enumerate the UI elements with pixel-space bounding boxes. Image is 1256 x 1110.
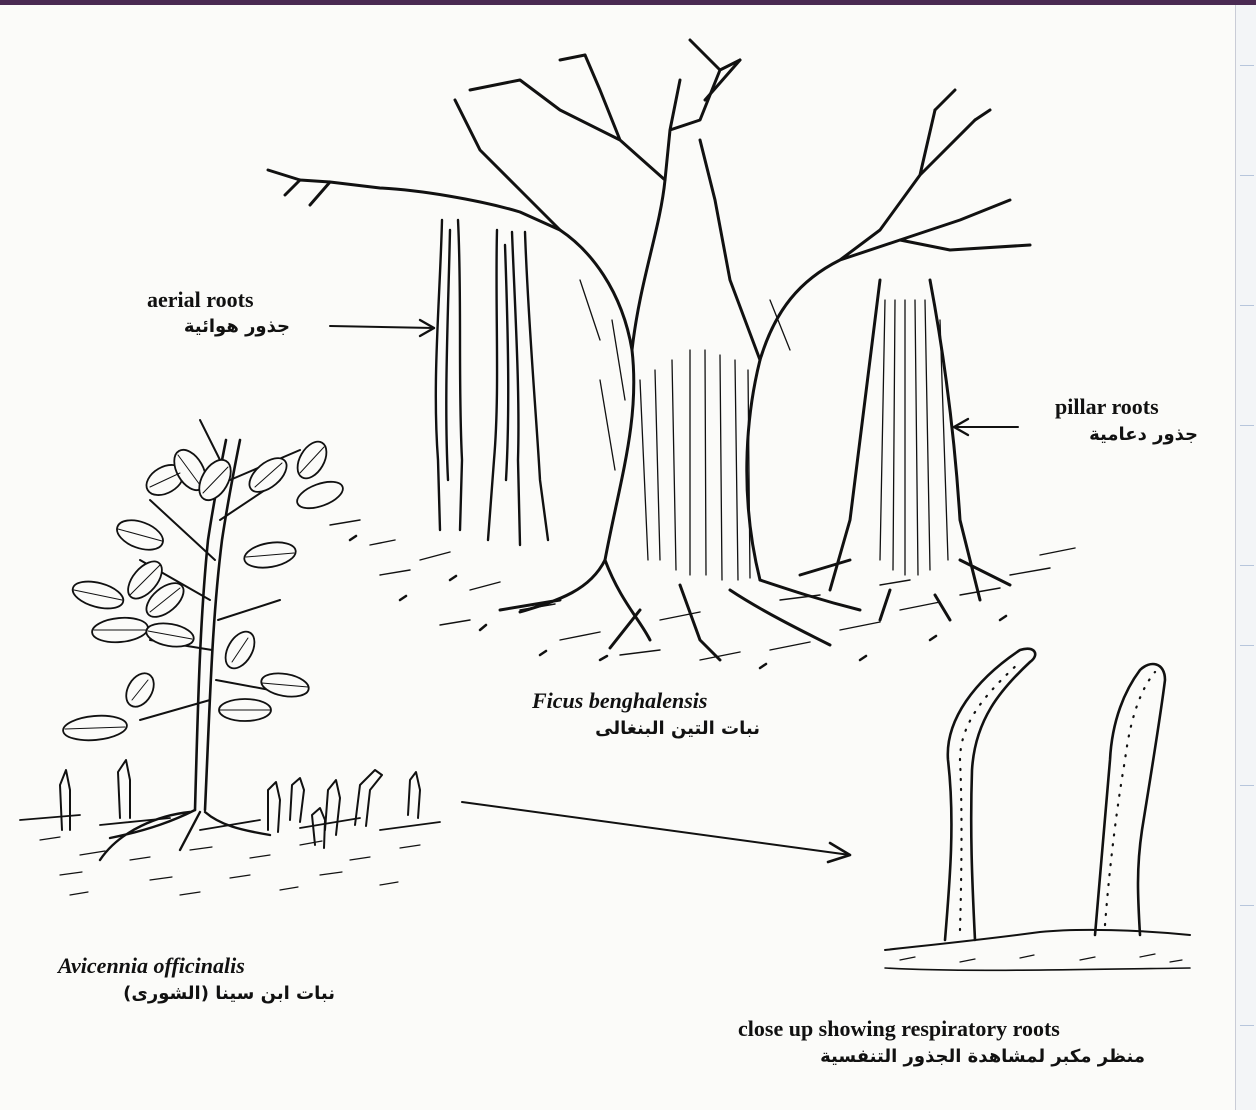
pillar-roots-label-ar: جذور دعامية (1050, 424, 1198, 445)
closeup-caption-ar: منظر مكبر لمشاهدة الجذور التنفسية (760, 1046, 1145, 1067)
ficus-arabic-name: نبات التين البنغالى (540, 718, 760, 739)
aerial-roots-label-ar: جذور هوائية (150, 316, 290, 337)
closeup-arrow (462, 802, 850, 862)
pillar-arrow (954, 419, 1018, 435)
ficus-ground (330, 520, 1075, 668)
ficus-species-name: Ficus benghalensis (532, 688, 707, 714)
avicennia-plant (20, 420, 440, 895)
avicennia-arabic-name: نبات ابن سينا (الشورى) (60, 983, 335, 1004)
avicennia-species-name: Avicennia officinalis (58, 953, 245, 979)
pillar-roots-label: pillar roots (1055, 394, 1159, 420)
ficus-tree (268, 40, 1075, 668)
pneumatophores (60, 760, 420, 848)
aerial-roots (436, 220, 548, 545)
page-edge-strip (1235, 5, 1256, 1110)
trunk-hatching (580, 280, 790, 580)
aerial-roots-label: aerial roots (147, 287, 254, 313)
aerial-arrow (330, 320, 434, 336)
closeup-roots (885, 649, 1190, 971)
closeup-caption: close up showing respiratory roots (738, 1016, 1060, 1042)
